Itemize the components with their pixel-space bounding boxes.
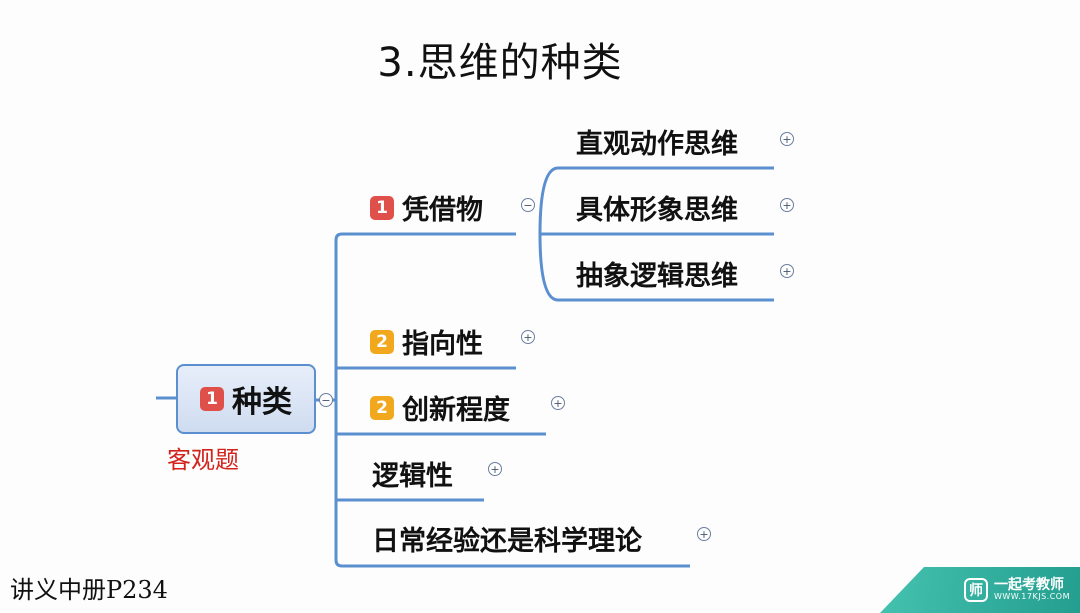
branch-label: 日常经验还是科学理论 [372,526,642,557]
branch-label: 凭借物 [402,195,483,226]
logo-name: 一起考教师 [993,577,1064,594]
child-label: 直观动作思维 [576,129,738,160]
branch-pingjiewu[interactable]: 1 凭借物 [370,188,483,227]
branch-label: 创新程度 [402,395,510,426]
child-zhiguan[interactable]: 直观动作思维 [576,122,738,161]
branch-luojixing[interactable]: 逻辑性 [372,454,453,493]
branch-zhixiangxing-expand-icon[interactable]: + [521,330,535,344]
branch-pingjiewu-collapse-icon[interactable]: − [521,198,535,212]
root-collapse-icon[interactable]: − [319,393,333,407]
branch-richang[interactable]: 日常经验还是科学理论 [372,519,642,558]
branch-chuangxin-expand-icon[interactable]: + [551,396,565,410]
root-label: 种类 [232,385,292,420]
root-node[interactable]: 1 种类 [176,364,316,434]
trunk-lower [334,400,343,568]
child-juti-expand-icon[interactable]: + [780,198,794,212]
priority-badge: 2 [370,395,394,420]
footer-reference: 讲义中册P234 [10,576,168,604]
logo-text: 一起考教师 WWW.17KJS.COM [994,578,1070,601]
priority-badge: 1 [370,195,394,220]
branch-richang-expand-icon[interactable]: + [697,527,711,541]
brand-logo: 师 一起考教师 WWW.17KJS.COM [880,567,1080,613]
branch-label: 指向性 [402,329,483,360]
branch-label: 逻辑性 [372,461,453,492]
priority-badge: 2 [370,329,394,354]
branch-zhixiangxing[interactable]: 2 指向性 [370,322,483,361]
underline-chouxiang [538,233,774,302]
child-label: 抽象逻辑思维 [576,261,738,292]
annotation-text: 客观题 [167,446,239,474]
logo-url: WWW.17KJS.COM [993,592,1070,602]
branch-luojixing-expand-icon[interactable]: + [488,462,502,476]
trunk-upper [334,232,343,400]
child-chouxiang[interactable]: 抽象逻辑思维 [576,254,738,293]
underline-zhiguan [538,166,774,235]
branch-chuangxin[interactable]: 2 创新程度 [370,388,510,427]
page-title: 3.思维的种类 [377,40,623,86]
priority-badge: 1 [200,387,224,411]
child-zhiguan-expand-icon[interactable]: + [780,132,794,146]
child-label: 具体形象思维 [576,195,738,226]
child-juti[interactable]: 具体形象思维 [576,188,738,227]
logo-mark-icon: 师 [963,578,988,602]
child-chouxiang-expand-icon[interactable]: + [780,264,794,278]
